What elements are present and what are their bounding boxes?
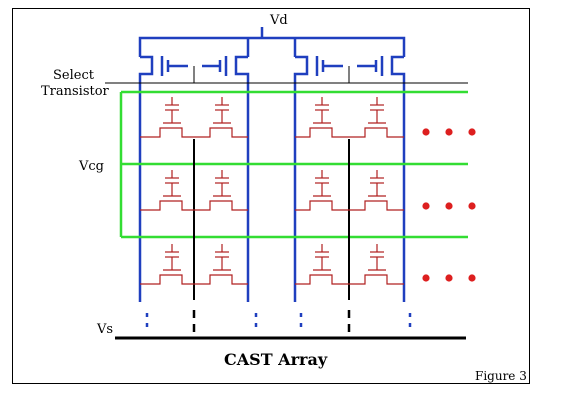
ellipsis-dot — [468, 128, 476, 136]
ellipsis-dots — [422, 128, 476, 282]
diagram-title: CAST Array — [224, 350, 328, 369]
ellipsis-dot — [422, 128, 430, 136]
transistor-label: Transistor — [41, 84, 110, 99]
vcg-label: Vcg — [78, 159, 104, 174]
continuation-markers — [145, 310, 412, 332]
ellipsis-dot — [468, 274, 476, 282]
select-transistor-right — [293, 55, 406, 302]
ellipsis-dot — [445, 274, 453, 282]
ellipsis-dot — [468, 202, 476, 210]
memory-cell-pair — [140, 244, 248, 285]
figure-label: Figure 3 — [475, 369, 527, 383]
figure-border — [12, 8, 530, 384]
memory-cell-pair — [140, 97, 248, 138]
ellipsis-dot — [445, 202, 453, 210]
ellipsis-dot — [422, 202, 430, 210]
gate-lines — [119, 90, 468, 239]
memory-cell-pair — [295, 170, 404, 211]
vd-rail — [138, 27, 406, 57]
vd-label: Vd — [269, 13, 288, 28]
memory-cell-pair — [295, 97, 404, 138]
select-label: Select — [53, 68, 95, 83]
memory-cell-pair — [295, 244, 404, 285]
select-transistor-left — [138, 55, 250, 302]
vs-label: Vs — [96, 322, 113, 337]
memory-cell-pair — [140, 170, 248, 211]
ellipsis-dot — [422, 274, 430, 282]
source-lines — [193, 139, 350, 300]
ellipsis-dot — [445, 128, 453, 136]
memory-cells — [140, 97, 404, 285]
